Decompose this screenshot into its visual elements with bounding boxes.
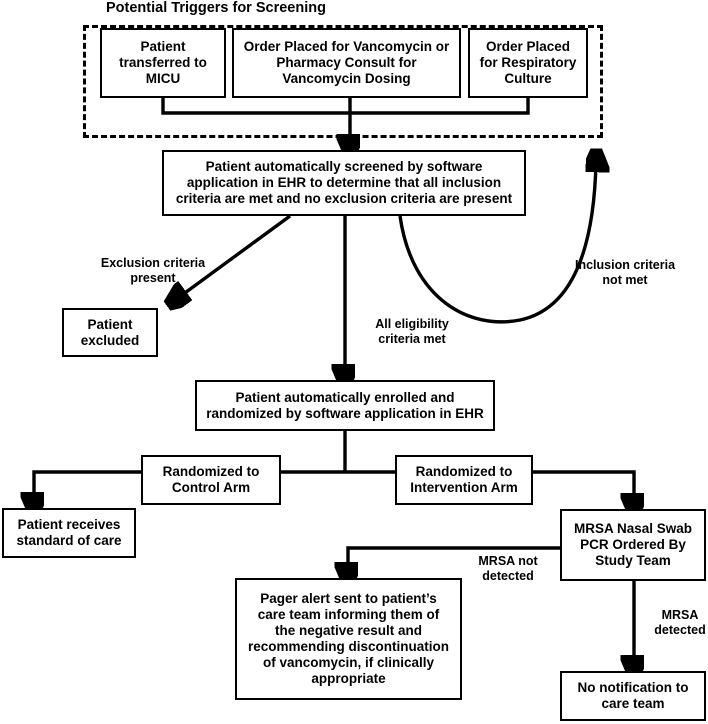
node-randomized-intervention-arm[interactable]: Randomized to Intervention Arm (395, 455, 533, 505)
node-patient-enrolled-randomized[interactable]: Patient automatically enrolled and rando… (195, 380, 495, 431)
node-trigger-vancomycin-order[interactable]: Order Placed for Vancomycin or Pharmacy … (232, 28, 461, 98)
edge-label-mrsa-detected: MRSA detected (654, 608, 706, 637)
node-pager-alert[interactable]: Pager alert sent to patient’s care team … (235, 578, 462, 700)
edge-label-mrsa-not-detected: MRSA not detected (478, 554, 538, 583)
node-randomized-control-arm[interactable]: Randomized to Control Arm (141, 455, 281, 505)
node-standard-of-care[interactable]: Patient receives standard of care (2, 508, 136, 558)
node-no-notification[interactable]: No notification to care team (560, 671, 706, 721)
node-automatic-screening[interactable]: Patient automatically screened by softwa… (162, 150, 526, 216)
node-trigger-micu[interactable]: Patient transferred to MICU (100, 28, 226, 98)
edge-label-all-eligibility-criteria-met: All eligibility criteria met (375, 317, 449, 346)
node-mrsa-nasal-swab-pcr[interactable]: MRSA Nasal Swab PCR Ordered By Study Tea… (560, 509, 706, 581)
potential-triggers-group-label: Potential Triggers for Screening (106, 0, 326, 16)
node-trigger-respiratory-culture[interactable]: Order Placed for Respiratory Culture (468, 28, 588, 98)
edge-label-inclusion-criteria-not-met: Inclusion criteria not met (574, 258, 676, 287)
edge-label-exclusion-criteria-present: Exclusion criteria present (100, 256, 206, 285)
node-patient-excluded[interactable]: Patient excluded (62, 308, 158, 357)
